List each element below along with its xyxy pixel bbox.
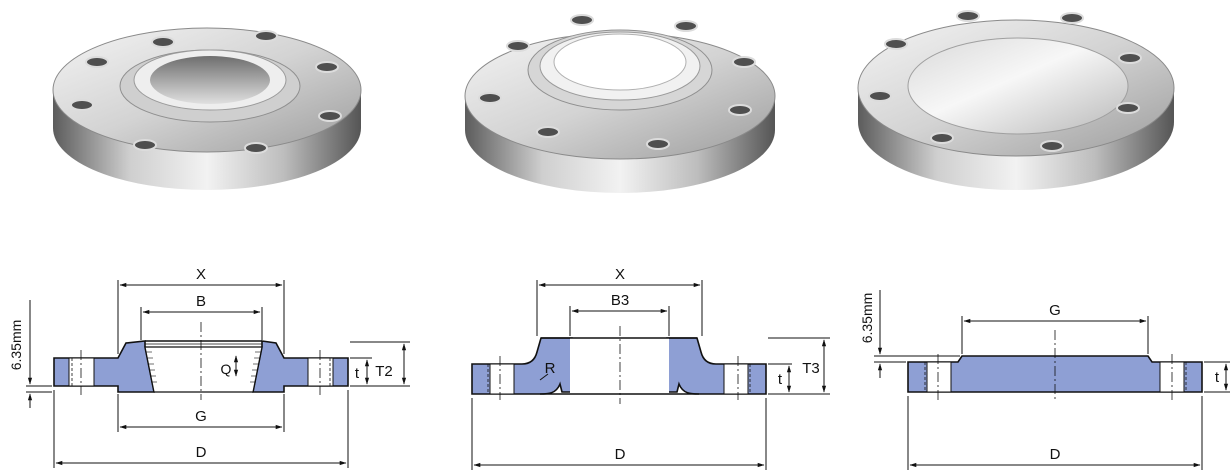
threaded-flange-section: X B Q G D t T2 6.35mm [8, 266, 410, 468]
dim-t-label: t [778, 371, 783, 388]
dim-b-label: B [196, 293, 206, 310]
dim-d-label: D [196, 444, 207, 461]
dim-b3-label: B3 [611, 292, 629, 309]
lap-joint-flange-section: X B3 R D t T3 [471, 266, 830, 470]
section-fill-left [471, 337, 573, 395]
dim-d-label: D [615, 446, 626, 463]
lap-joint-flange-photo [464, 14, 776, 193]
dim-q-label: Q [221, 361, 232, 377]
threaded-flange-photo [52, 27, 362, 190]
dim-t-label: t [1215, 369, 1220, 386]
dim-t3-label: T3 [802, 360, 820, 377]
raised-face-label: 6.35mm [859, 293, 875, 344]
dim-t2-label: T2 [375, 363, 393, 380]
dim-d-label: D [1050, 446, 1061, 463]
section-fill-right [252, 340, 349, 393]
dim-r-label: R [545, 360, 556, 377]
section-fill-right [666, 337, 767, 395]
dim-t-label: t [355, 365, 360, 382]
dim-x-label: X [615, 266, 625, 283]
dim-g-label: G [195, 408, 207, 425]
raised-face-label: 6.35mm [8, 320, 24, 371]
dim-x-label: X [196, 266, 206, 283]
blind-flange-photo [857, 10, 1175, 190]
blind-flange-section: G D t 6.35mm [859, 290, 1230, 470]
dim-g-label: G [1049, 302, 1061, 319]
